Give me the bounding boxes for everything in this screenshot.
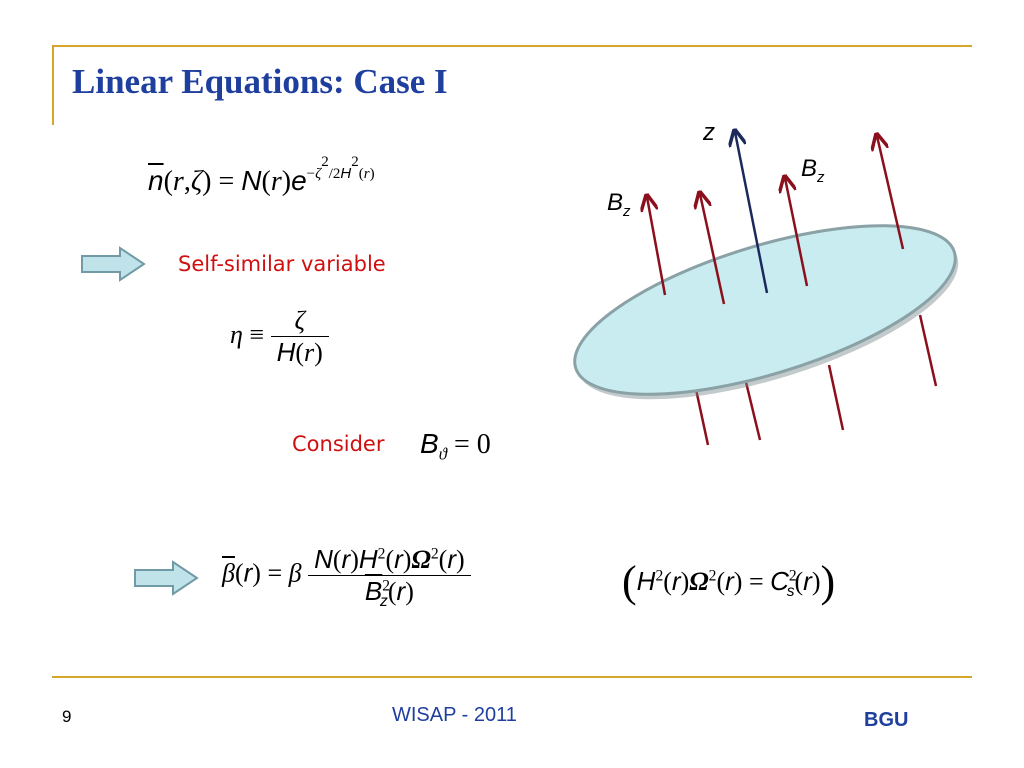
equation-density-profile: n(r,ζ) = N(r)e−ζ2/2H2(r)	[148, 154, 375, 198]
footer-conference: WISAP - 2011	[392, 704, 517, 726]
accretion-disk	[573, 224, 957, 396]
equation-b-theta-zero: Bϑ = 0	[420, 428, 491, 464]
note-consider: Consider	[292, 432, 385, 456]
slide-title: Linear Equations: Case I	[72, 62, 448, 101]
field-line-upper	[700, 194, 726, 305]
right-arrow-icon	[134, 560, 199, 596]
field-line-lower	[918, 314, 938, 387]
right-arrow-icon	[81, 246, 146, 282]
page-number: 9	[62, 707, 72, 726]
z-axis	[735, 132, 769, 294]
frame-left-line	[52, 45, 54, 125]
field-line-upper	[877, 136, 905, 250]
equation-sound-speed: (H2(r)Ω2(r) = C2s(r))	[622, 557, 836, 606]
field-label-right: Bz	[801, 155, 825, 186]
field-line-lower	[827, 364, 845, 431]
frame-top-line	[52, 45, 972, 47]
z-axis-label: z	[702, 119, 715, 146]
footer-brand-logo: BGU	[864, 709, 909, 731]
equation-beta: β(r) = β N(r)H2(r)Ω2(r) B2z(r)	[222, 544, 471, 609]
disk-field-diagram: z Bz Bz	[573, 119, 959, 446]
field-label-left: Bz	[607, 189, 631, 220]
field-line-upper	[647, 197, 667, 296]
field-line-lower	[743, 377, 762, 441]
frame-bottom-line	[52, 676, 972, 678]
note-self-similar: Self-similar variable	[178, 252, 386, 276]
field-line-upper	[785, 178, 809, 287]
